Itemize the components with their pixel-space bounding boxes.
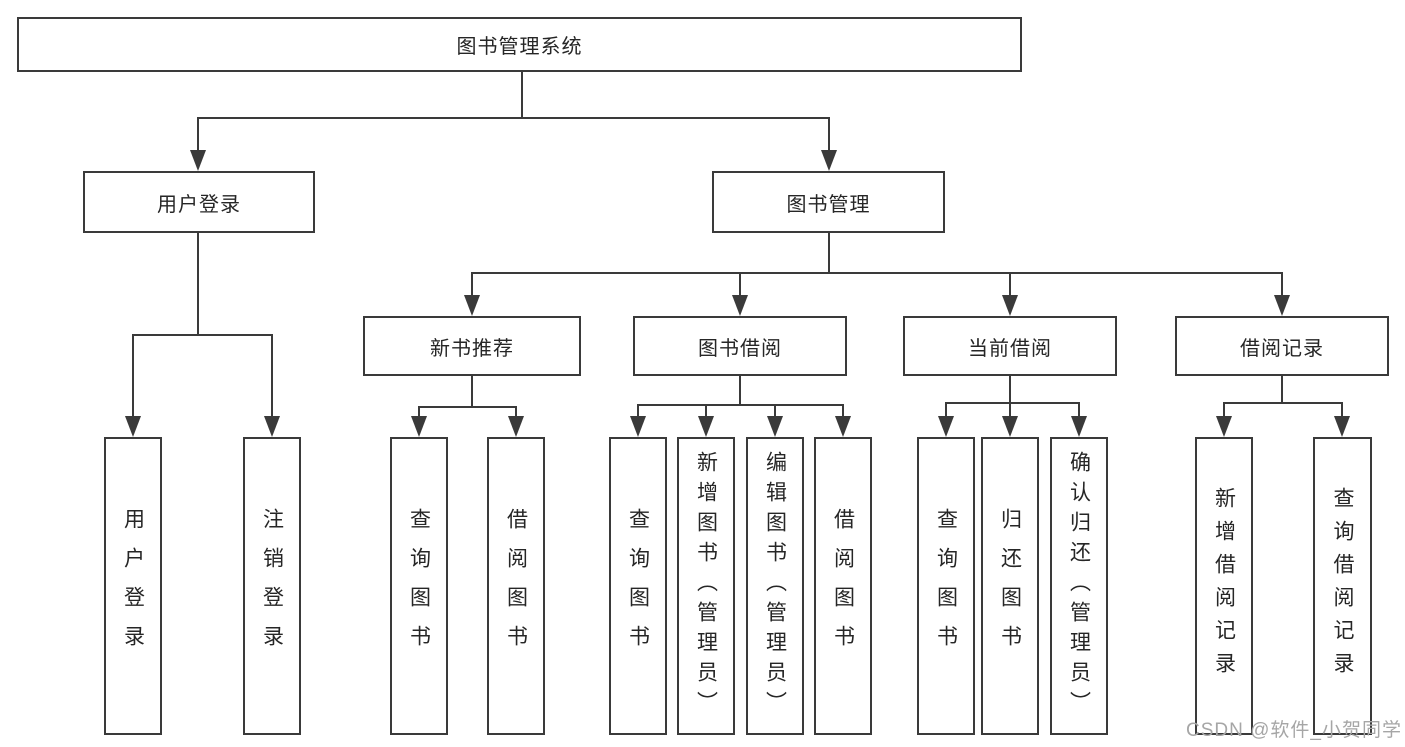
leaf-label: 用户登录 [121,508,145,664]
node-new-book-recommend: 新书推荐 [363,316,581,376]
leaf-query-books-3: 查询图书 [917,437,975,735]
node-root-label: 图书管理系统 [456,36,583,58]
leaf-label: 注销登录 [260,508,284,664]
leaf-return-books: 归还图书 [981,437,1039,735]
node-label: 当前借阅 [968,337,1052,360]
leaf-query-borrow-record: 查询借阅记录 [1313,437,1372,735]
connector-bookmgmt-to-level3 [464,233,1290,316]
node-label: 借阅记录 [1240,337,1324,360]
leaf-borrow-books-2: 借阅图书 [814,437,872,735]
node-label: 新书推荐 [430,337,514,360]
node-label: 图书管理 [786,193,871,216]
node-label: 用户登录 [157,193,241,216]
node-user-login-branch: 用户登录 [83,171,315,233]
node-current-borrow: 当前借阅 [903,316,1117,376]
leaf-label: 新增借阅记录 [1212,487,1236,685]
leaf-label: 借阅图书 [831,508,855,664]
watermark: CSDN @软件_小贺同学 [1186,720,1402,741]
node-book-borrow: 图书借阅 [633,316,847,376]
leaf-label: 新增图书（管理员） [694,451,718,721]
connector-newbooks-to-leaves [411,376,524,437]
leaf-label: 借阅图书 [504,508,528,664]
leaf-label: 归还图书 [998,508,1022,664]
node-book-management-branch: 图书管理 [712,171,945,233]
leaf-label: 确认归还（管理员） [1067,451,1091,721]
leaf-edit-books-admin: 编辑图书（管理员） [746,437,804,735]
node-label: 图书借阅 [698,337,782,360]
leaf-label: 查询图书 [626,508,650,664]
node-borrow-records: 借阅记录 [1175,316,1389,376]
leaf-add-books-admin: 新增图书（管理员） [677,437,735,735]
connector-borrow-to-leaves [630,376,851,437]
leaf-label: 查询借阅记录 [1331,487,1354,685]
connector-root-to-level2 [190,72,837,171]
leaf-label: 编辑图书（管理员） [763,451,787,721]
leaf-user-login: 用户登录 [104,437,162,735]
leaf-borrow-books-1: 借阅图书 [487,437,545,735]
node-root-system: 图书管理系统 [17,17,1022,72]
leaf-logout: 注销登录 [243,437,301,735]
leaf-query-books-1: 查询图书 [390,437,448,735]
leaf-label: 查询图书 [407,508,431,664]
connector-records-to-leaves [1216,376,1350,437]
connector-current-to-leaves [938,376,1087,437]
leaf-confirm-return-admin: 确认归还（管理员） [1050,437,1108,735]
leaf-query-books-2: 查询图书 [609,437,667,735]
leaf-label: 查询图书 [934,508,958,664]
connector-userlogin-to-leaves [125,233,280,437]
leaf-add-borrow-record: 新增借阅记录 [1195,437,1253,735]
